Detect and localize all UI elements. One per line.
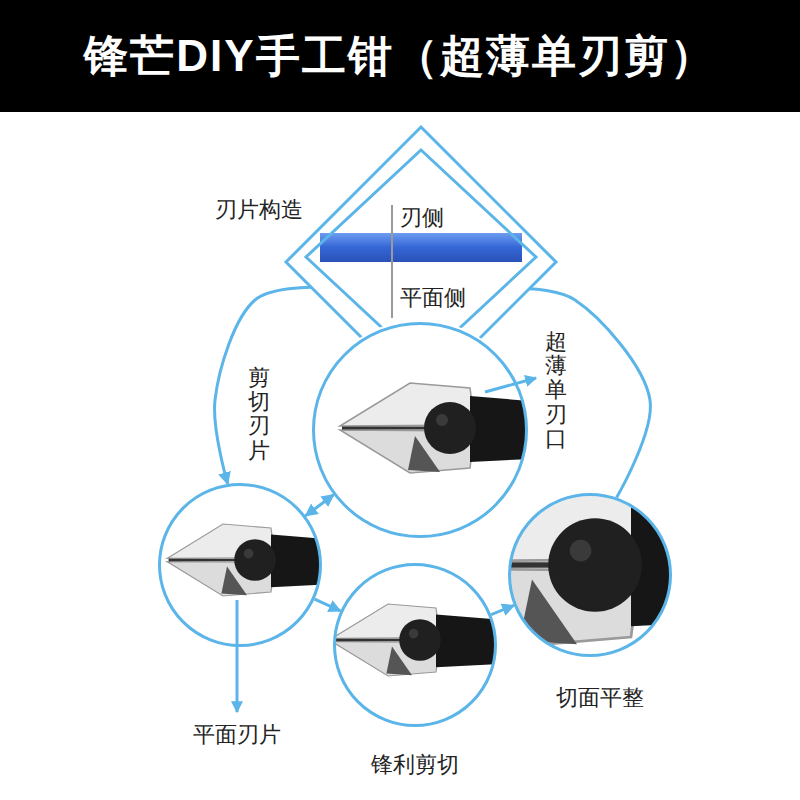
- title-text: 锋芒DIY手工钳（超薄单刃剪）: [84, 27, 715, 86]
- part-label: 锋利剪切: [371, 752, 459, 778]
- photo-circle: 锋利剪切: [333, 563, 497, 727]
- flow-arrow: [529, 289, 650, 498]
- leader-arrow: [485, 378, 536, 392]
- circle-outline: [335, 565, 496, 726]
- photo-circle: 超薄单刃口: [312, 322, 528, 538]
- edge-label: 剪切刃片: [248, 366, 270, 463]
- circle-outline: [314, 324, 527, 537]
- structure-diamond: 刃片构造刃侧平面侧: [286, 127, 556, 397]
- part-label: 刃侧: [400, 205, 444, 231]
- flow-arrow: [491, 605, 514, 614]
- title-bar: 锋芒DIY手工钳（超薄单刃剪）: [0, 0, 800, 112]
- circle-outline: [312, 322, 528, 538]
- pliers-photo: [332, 604, 532, 676]
- circle-outline: [333, 563, 497, 727]
- circle-outline: [508, 493, 672, 657]
- circle-outline: [510, 495, 671, 656]
- circle-outline: [160, 485, 321, 646]
- part-label: 平面侧: [400, 285, 466, 311]
- pliers-photo: [167, 524, 367, 596]
- leader-arrow: [236, 600, 239, 712]
- pliers-photo: [397, 484, 800, 646]
- photo-circle: 平面刃片: [158, 483, 322, 647]
- diamond-outline: [306, 150, 536, 364]
- flow-arrow: [215, 287, 312, 484]
- flow-arrow: [315, 599, 341, 611]
- photo-circle: 切面平整: [508, 493, 672, 657]
- part-label: 切面平整: [556, 685, 644, 711]
- leader-line: [391, 205, 393, 318]
- part-label: 超薄单刃口: [545, 330, 567, 451]
- flow-arrow: [306, 495, 334, 516]
- part-label: 刃片构造: [215, 197, 303, 223]
- diamond-outline: [286, 127, 556, 397]
- diamond-outline: [286, 127, 556, 397]
- circle-outline: [158, 483, 322, 647]
- blade-band: [320, 233, 522, 262]
- part-label: 平面刃片: [193, 722, 281, 748]
